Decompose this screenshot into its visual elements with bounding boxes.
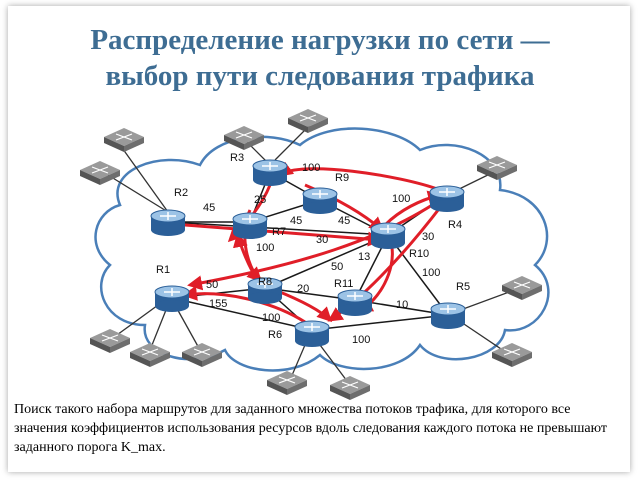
- weight-label: 100: [422, 267, 440, 279]
- router-icon-r2: [150, 209, 186, 236]
- router-labels: R3 R2 R9 R4 R7 R1 R8 R10 R11 R5 R6: [156, 152, 470, 341]
- router-label-r10: R10: [409, 248, 429, 260]
- router-icon-r1: [154, 285, 190, 312]
- title-line-2: выбор пути следования трафика: [105, 60, 535, 92]
- router-label-r4: R4: [448, 219, 462, 231]
- router-label-r11: R11: [334, 278, 353, 290]
- link-weights: 45 100 25 45 45 100 30 30 13 100 10 20 5…: [203, 162, 440, 346]
- router-label-r2: R2: [174, 187, 188, 199]
- weight-label: 50: [331, 261, 343, 273]
- access-switches: [80, 109, 542, 400]
- weight-label: 45: [203, 202, 215, 214]
- switch-icon: [182, 343, 222, 367]
- weight-label: 155: [209, 298, 227, 310]
- router-label-r8: R8: [258, 276, 272, 288]
- switch-icon: [288, 109, 328, 133]
- weight-label: 100: [352, 334, 370, 346]
- router-icon-r3: [252, 159, 288, 186]
- weight-label: 25: [254, 194, 266, 206]
- router-icon-r7: [232, 212, 268, 239]
- switch-icon: [104, 128, 144, 152]
- traffic-flows: [182, 161, 444, 324]
- weight-label: 20: [297, 283, 309, 295]
- switch-icon: [330, 376, 370, 400]
- title-line-1: Распределение нагрузки по сети —: [90, 24, 550, 56]
- weight-label: 13: [358, 251, 370, 263]
- router-icon-r8: [247, 277, 283, 304]
- weight-label: 30: [316, 234, 328, 246]
- weight-label: 50: [206, 279, 218, 291]
- switch-icon: [130, 343, 170, 367]
- switch-icon: [80, 161, 120, 185]
- router-icon-r9: [302, 187, 338, 214]
- router-icon-r6: [294, 320, 330, 347]
- router-label-r7: R7: [272, 226, 286, 238]
- slide-caption: Поиск такого набора маршрутов для заданн…: [14, 402, 607, 455]
- switch-icon: [477, 156, 517, 180]
- switch-icon: [267, 371, 307, 395]
- weight-label: 10: [396, 299, 408, 311]
- router-label-r3: R3: [230, 152, 244, 164]
- switch-icon: [492, 343, 532, 367]
- router-icon-r5: [430, 302, 466, 329]
- weight-label: 100: [256, 242, 274, 254]
- router-icon-r10: [370, 222, 406, 249]
- weight-label: 30: [422, 231, 434, 243]
- weight-label: 45: [338, 215, 350, 227]
- router-label-r6: R6: [268, 329, 282, 341]
- switch-icon: [224, 126, 264, 150]
- switch-icon: [90, 329, 130, 353]
- weight-label: 100: [262, 312, 280, 324]
- slide-title: Распределение нагрузки по сети — выбор п…: [0, 22, 640, 94]
- weight-label: 100: [392, 193, 410, 205]
- router-icon-r4: [429, 185, 465, 212]
- routers: [150, 159, 466, 347]
- weight-label: 100: [302, 162, 320, 174]
- router-label-r9: R9: [335, 172, 349, 184]
- router-label-r1: R1: [156, 264, 170, 276]
- weight-label: 45: [290, 215, 302, 227]
- router-label-r5: R5: [456, 281, 470, 293]
- switch-icon: [502, 276, 542, 300]
- router-icon-r11: [337, 289, 373, 316]
